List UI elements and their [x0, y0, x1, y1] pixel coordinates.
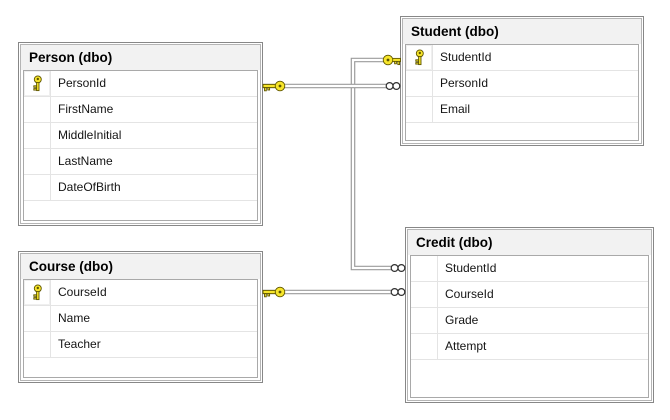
table-grid-student: StudentId PersonId Email: [405, 44, 639, 141]
primary-key-icon: [32, 75, 42, 92]
column-name: DateOfBirth: [58, 180, 121, 194]
column-row[interactable]: Email: [406, 97, 638, 123]
table-title-person[interactable]: Person (dbo): [21, 45, 260, 70]
connector-line-core: [351, 58, 393, 270]
column-name: PersonId: [58, 76, 107, 90]
column-row[interactable]: Name: [24, 306, 257, 332]
table-title-student[interactable]: Student (dbo): [403, 19, 641, 44]
key-cell: [24, 332, 51, 357]
column-row[interactable]: FirstName: [24, 97, 257, 123]
column-name: LastName: [58, 154, 113, 168]
column-row[interactable]: PersonId: [406, 71, 638, 97]
key-cell: [24, 175, 51, 200]
relationship-course-credit[interactable]: [262, 286, 406, 298]
column-row[interactable]: Grade: [411, 308, 648, 334]
key-cell: [411, 334, 438, 359]
table-grid-person: PersonId FirstName MiddleInitial LastNam…: [23, 70, 258, 221]
table-title-course[interactable]: Course (dbo): [21, 254, 260, 279]
column-row[interactable]: LastName: [24, 149, 257, 175]
table-node-student[interactable]: Student (dbo) StudentId PersonId: [400, 16, 644, 146]
many-side-infinity-icon: [390, 264, 406, 273]
key-cell: [24, 97, 51, 122]
column-name: StudentId: [445, 261, 497, 275]
column-name: MiddleInitial: [58, 128, 122, 142]
column-row[interactable]: CourseId: [24, 280, 257, 306]
column-name: CourseId: [58, 285, 107, 299]
key-cell: [411, 282, 438, 307]
table-grid-credit: StudentId CourseId Grade Attempt: [410, 255, 649, 398]
table-grid-course: CourseId Name Teacher: [23, 279, 258, 378]
key-cell: [24, 149, 51, 174]
column-name: CourseId: [445, 287, 494, 301]
one-side-key-icon: [262, 286, 286, 298]
primary-key-icon: [32, 284, 42, 301]
column-name: StudentId: [440, 50, 492, 64]
table-title-credit[interactable]: Credit (dbo): [408, 230, 651, 255]
table-node-course[interactable]: Course (dbo) CourseId Name: [18, 251, 263, 383]
column-row[interactable]: StudentId: [411, 256, 648, 282]
column-row[interactable]: Teacher: [24, 332, 257, 358]
key-cell: [406, 71, 433, 96]
one-side-key-icon: [382, 54, 401, 66]
relationship-student-credit[interactable]: [350, 54, 406, 273]
column-row[interactable]: StudentId: [406, 45, 638, 71]
connector-line: [350, 57, 393, 271]
key-cell: [24, 306, 51, 331]
column-row[interactable]: CourseId: [411, 282, 648, 308]
relationship-person-student[interactable]: [262, 80, 401, 92]
column-name: FirstName: [58, 102, 114, 116]
key-cell: [24, 123, 51, 148]
column-name: Grade: [445, 313, 479, 327]
key-cell: [411, 308, 438, 333]
column-row[interactable]: PersonId: [24, 71, 257, 97]
column-row[interactable]: Attempt: [411, 334, 648, 360]
column-name: PersonId: [440, 76, 489, 90]
one-side-key-icon: [262, 80, 286, 92]
column-row[interactable]: DateOfBirth: [24, 175, 257, 201]
table-node-credit[interactable]: Credit (dbo) StudentId CourseId Grade At…: [405, 227, 654, 403]
key-cell: [406, 45, 433, 70]
key-cell: [24, 71, 51, 96]
column-name: Attempt: [445, 339, 487, 353]
column-row[interactable]: MiddleInitial: [24, 123, 257, 149]
table-node-person[interactable]: Person (dbo) PersonId FirstName: [18, 42, 263, 226]
column-name: Name: [58, 311, 91, 325]
column-name: Email: [440, 102, 471, 116]
many-side-infinity-icon: [390, 288, 406, 297]
primary-key-icon: [414, 49, 424, 66]
column-name: Teacher: [58, 337, 101, 351]
key-cell: [411, 256, 438, 281]
key-cell: [406, 97, 433, 122]
many-side-infinity-icon: [385, 81, 401, 90]
key-cell: [24, 280, 51, 305]
